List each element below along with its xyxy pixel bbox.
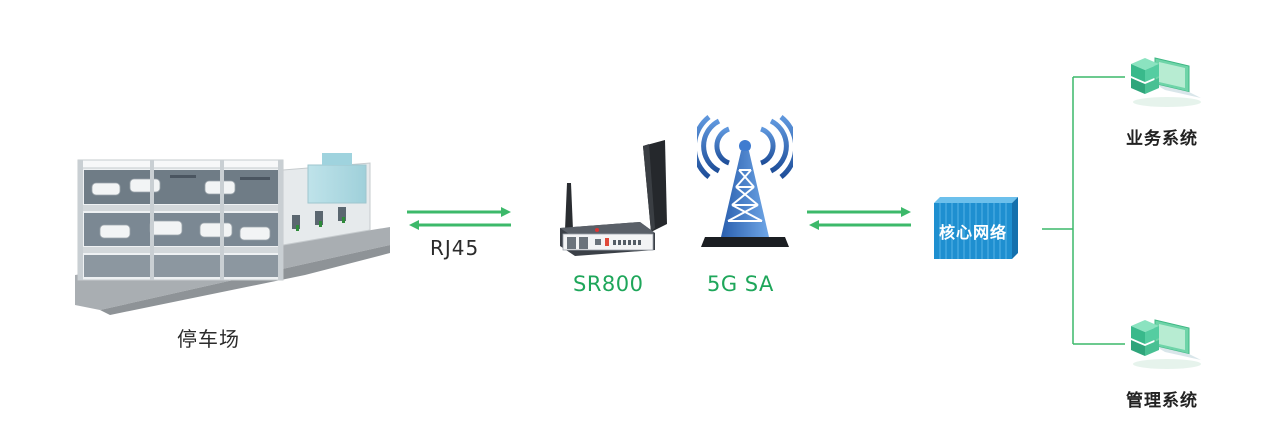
- system-connector-lines: [1040, 70, 1130, 350]
- server-monitor-icon: [1125, 48, 1205, 108]
- router-image: [555, 138, 673, 258]
- tower-label: 5G SA: [707, 272, 774, 296]
- parking-garage-image: [70, 135, 400, 315]
- core-network-box: 核心网络: [930, 195, 1020, 261]
- cell-tower-icon: [691, 115, 799, 255]
- core-network-label: 核心网络: [938, 223, 1007, 242]
- server-monitor-icon: [1125, 310, 1205, 370]
- router-label: SR800: [573, 272, 644, 296]
- management-system-label: 管理系统: [1126, 391, 1198, 411]
- rj45-bidirectional-arrows: [405, 205, 515, 231]
- rj45-label: RJ45: [430, 236, 480, 260]
- parking-label: 停车场: [177, 327, 240, 351]
- business-system-label: 业务系统: [1126, 129, 1198, 149]
- tower-core-bidirectional-arrows: [805, 205, 915, 231]
